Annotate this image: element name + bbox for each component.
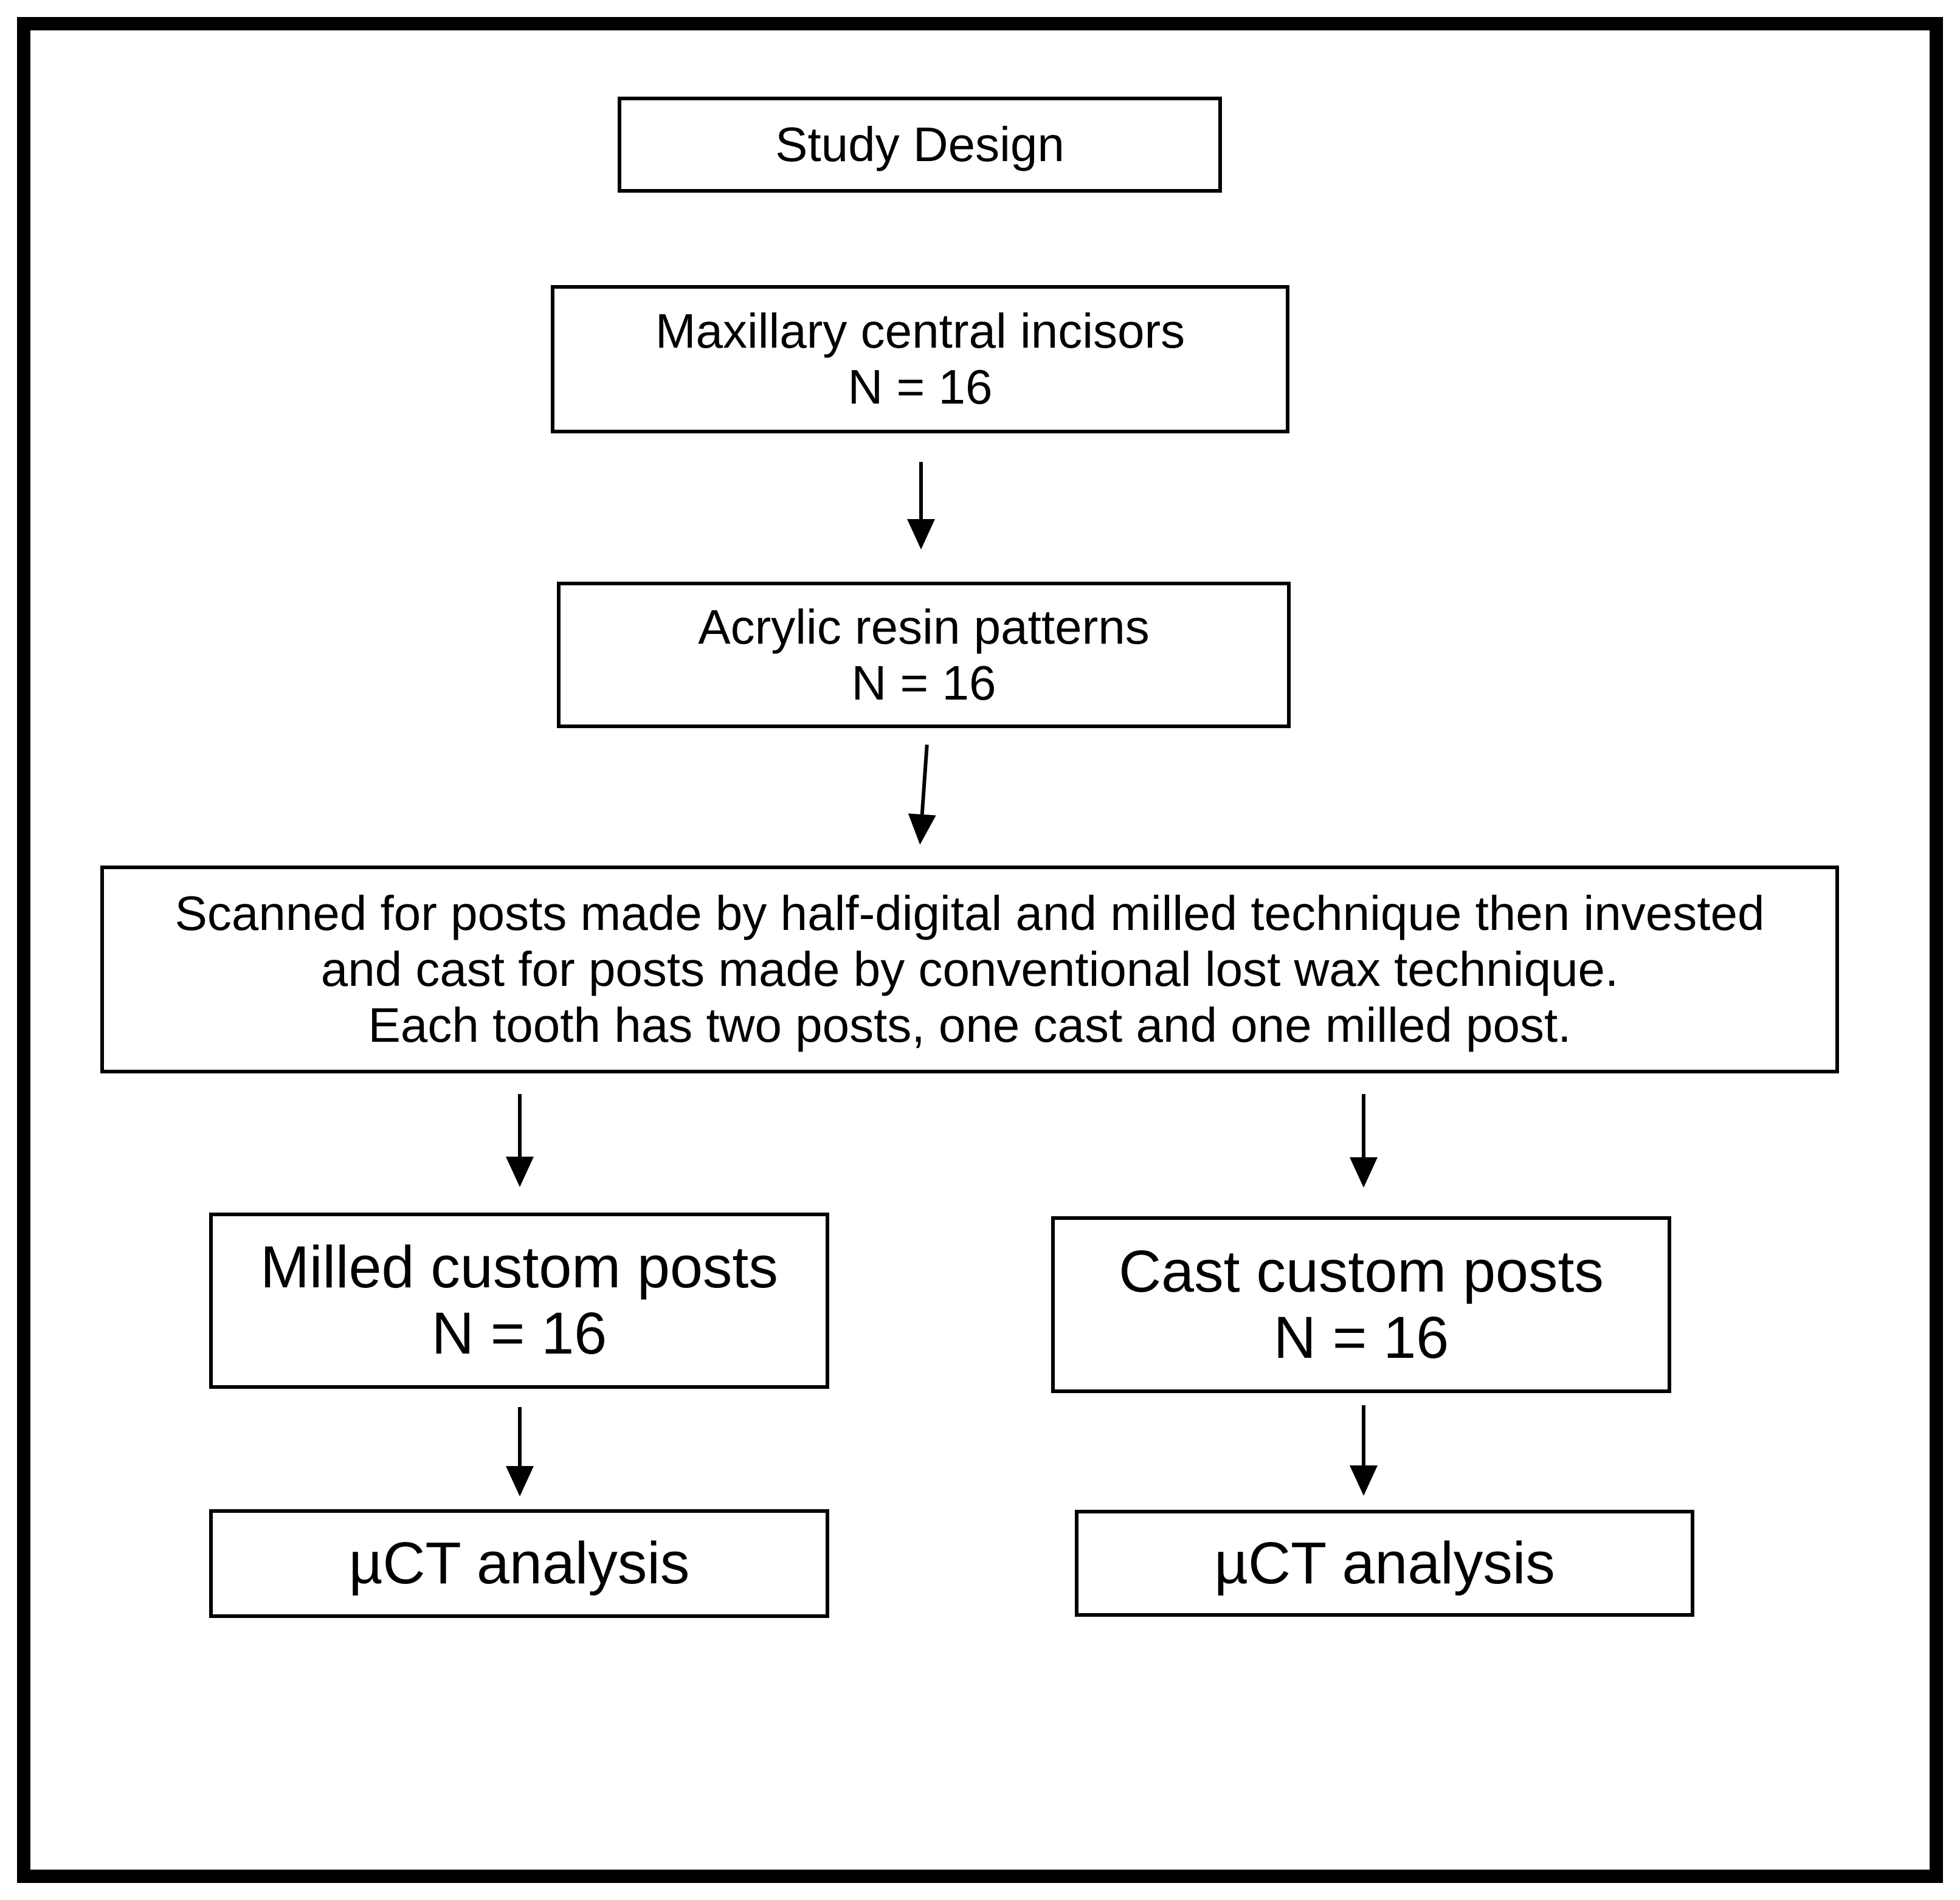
arrow-process-to-cast xyxy=(1349,1094,1378,1188)
cast-posts-box: Cast custom posts N = 16 xyxy=(1051,1216,1671,1393)
arrow-head-icon xyxy=(1350,1157,1378,1188)
arrow-milled-to-uct xyxy=(505,1407,534,1496)
acrylic-resin-box: Acrylic resin patterns N = 16 xyxy=(557,582,1291,728)
sample-size: N = 16 xyxy=(431,1300,607,1366)
box-line: Acrylic resin patterns xyxy=(698,599,1150,654)
box-line: Maxillary central incisors xyxy=(655,304,1185,358)
arrow-head-icon xyxy=(906,813,936,846)
box-line: µCT analysis xyxy=(1214,1529,1555,1596)
arrow-shaft xyxy=(920,744,929,815)
arrow-shaft xyxy=(1362,1094,1365,1157)
arrow-head-icon xyxy=(506,1466,534,1496)
sample-size: N = 16 xyxy=(1273,1304,1449,1371)
box-line: Milled custom posts xyxy=(260,1234,778,1301)
arrow-head-icon xyxy=(506,1157,534,1187)
arrow-shaft xyxy=(1362,1405,1365,1465)
milled-posts-box: Milled custom posts N = 16 xyxy=(209,1213,829,1389)
arrow-head-icon xyxy=(1350,1465,1378,1496)
maxillary-incisors-box: Maxillary central incisors N = 16 xyxy=(551,285,1289,433)
process-line: and cast for posts made by conventional … xyxy=(320,942,1619,996)
arrow-shaft xyxy=(919,462,923,519)
arrow-shaft xyxy=(518,1407,522,1466)
sample-size: N = 16 xyxy=(847,360,993,414)
sample-size: N = 16 xyxy=(851,655,996,710)
study-design-box: Study Design xyxy=(618,97,1222,193)
arrow-maxillary-to-acrylic xyxy=(906,462,936,549)
arrow-shaft xyxy=(518,1094,522,1157)
study-design-title: Study Design xyxy=(775,117,1065,171)
outer-frame xyxy=(17,17,1943,1883)
arrow-cast-to-uct xyxy=(1349,1405,1378,1496)
arrow-head-icon xyxy=(907,519,935,549)
scanning-process-box: Scanned for posts made by half-digital a… xyxy=(100,866,1839,1073)
process-line: Scanned for posts made by half-digital a… xyxy=(174,886,1765,940)
uct-analysis-left-box: µCT analysis xyxy=(209,1509,829,1618)
uct-analysis-right-box: µCT analysis xyxy=(1075,1510,1694,1617)
process-line: Each tooth has two posts, one cast and o… xyxy=(368,998,1572,1052)
box-line: µCT analysis xyxy=(348,1530,690,1597)
arrow-process-to-milled xyxy=(505,1094,534,1187)
box-line: Cast custom posts xyxy=(1119,1237,1604,1304)
